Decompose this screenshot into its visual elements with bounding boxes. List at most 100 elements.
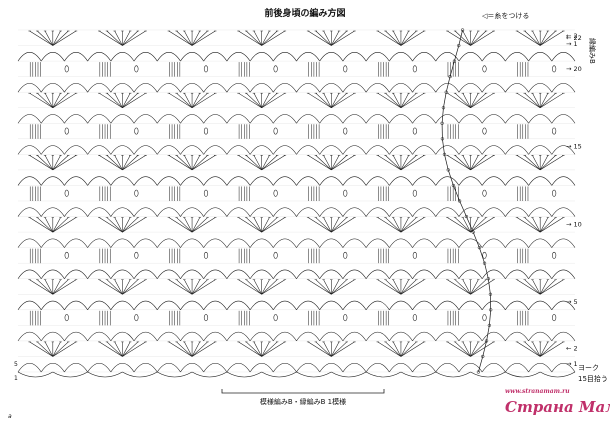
chain-arc: [505, 269, 529, 279]
chain-arc: [64, 83, 88, 93]
chain-arc: [64, 300, 88, 310]
edge-loop: [471, 230, 475, 234]
double-crochet: [331, 92, 355, 108]
chain-arc: [342, 52, 367, 62]
chain-arc: [481, 52, 506, 62]
chain-arc: [412, 176, 436, 186]
double-crochet: [315, 217, 332, 233]
chain-arc: [319, 269, 344, 279]
double-crochet: [470, 30, 479, 46]
double-crochet: [400, 92, 417, 108]
chain-arc: [249, 207, 274, 217]
chain-arc: [203, 83, 228, 93]
chain-arc: [249, 300, 274, 310]
double-crochet: [539, 217, 549, 233]
double-crochet: [191, 341, 201, 357]
chain-arc: [226, 331, 251, 342]
chain-arc: [365, 114, 390, 124]
chain-arc: [157, 300, 181, 310]
chain-arc: [481, 176, 506, 186]
chain-arc: [17, 176, 42, 186]
chain-arc: [296, 114, 320, 124]
double-crochet: [191, 217, 216, 233]
double-crochet: [470, 341, 479, 357]
chain-arc: [481, 207, 506, 217]
double-crochet: [52, 341, 69, 357]
chain-arc: [319, 83, 344, 93]
chain-arc: [551, 207, 576, 217]
chain-arc: [458, 238, 483, 248]
chain-arc: [273, 269, 297, 279]
double-crochet: [29, 92, 53, 108]
chain-arc: [157, 114, 181, 124]
chain-arc: [481, 83, 506, 93]
double-crochet: [524, 279, 541, 295]
double-crochet: [400, 341, 409, 357]
chain-arc: [17, 114, 42, 124]
picot: [552, 189, 557, 197]
double-crochet: [532, 279, 541, 295]
repeat-caption: 模様編みB・縁編みB 1模様: [260, 397, 346, 406]
row-label: → 5: [566, 298, 578, 306]
double-crochet: [454, 30, 471, 46]
double-crochet: [246, 217, 262, 233]
chain-arc: [458, 269, 483, 279]
double-crochet: [122, 155, 146, 171]
chain-arc: [87, 207, 112, 217]
chain-arc: [64, 207, 88, 217]
chain-arc: [226, 238, 251, 248]
double-crochet: [331, 155, 340, 171]
chain-arc: [458, 207, 483, 217]
chain-arc: [412, 238, 436, 248]
double-crochet: [400, 30, 409, 46]
picot: [273, 189, 278, 197]
row-label: ← 22: [566, 34, 582, 42]
double-crochet: [253, 93, 262, 108]
double-crochet: [377, 341, 402, 357]
chain-arc: [505, 145, 529, 155]
picot: [134, 251, 139, 259]
edge-loop: [482, 261, 487, 265]
double-crochet: [191, 30, 201, 46]
double-crochet: [331, 341, 347, 357]
chain-arc: [249, 52, 274, 62]
chain-arc: [87, 176, 112, 186]
chain-arc: [319, 331, 344, 342]
chain-arc: [180, 83, 204, 93]
double-crochet: [470, 92, 487, 108]
double-crochet: [315, 92, 332, 108]
double-crochet: [122, 279, 139, 295]
picot: [203, 189, 209, 197]
shaping-edge: [444, 154, 449, 170]
chain-arc: [458, 300, 483, 310]
chain-arc: [133, 52, 158, 62]
chain-arc: [157, 362, 181, 373]
chain-arc: [319, 114, 344, 124]
shaping-edge: [479, 247, 485, 264]
border-scallop: [470, 371, 506, 378]
chain-arc: [133, 269, 158, 279]
chain-arc: [40, 331, 65, 342]
double-crochet: [122, 30, 146, 46]
double-crochet: [246, 155, 262, 171]
chain-arc: [342, 362, 367, 373]
double-crochet: [462, 279, 471, 295]
double-crochet: [168, 341, 193, 357]
chain-arc: [87, 52, 112, 62]
border-scallop: [400, 371, 436, 378]
chain-arc: [435, 52, 460, 62]
chain-arc: [528, 83, 553, 93]
edge-loop: [460, 28, 465, 32]
double-crochet: [323, 341, 332, 357]
chain-arc: [157, 52, 181, 62]
double-crochet: [114, 155, 123, 171]
chain-arc: [203, 176, 228, 186]
double-crochet: [99, 155, 123, 171]
double-crochet: [454, 279, 471, 295]
double-crochet: [400, 279, 425, 295]
chain-arc: [389, 269, 413, 279]
chain-arc: [481, 238, 506, 248]
double-crochet: [176, 155, 193, 171]
double-crochet: [37, 279, 54, 295]
chain-arc: [226, 300, 251, 310]
